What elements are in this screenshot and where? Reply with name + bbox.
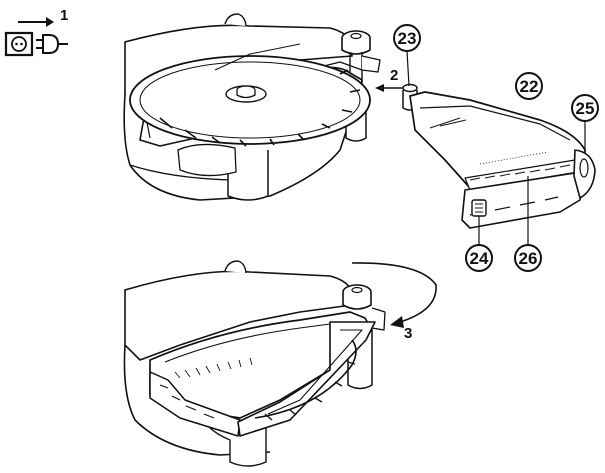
blade-guard bbox=[403, 85, 595, 229]
callout-23-text: 23 bbox=[398, 29, 417, 48]
callout-25-text: 25 bbox=[576, 99, 595, 118]
callout-22-text: 22 bbox=[520, 77, 539, 96]
callout-24-text: 24 bbox=[470, 249, 489, 268]
unplug-instruction: 1 bbox=[6, 7, 68, 55]
power-plug-icon bbox=[6, 33, 68, 55]
callout-22: 22 bbox=[516, 73, 542, 99]
saw-top-view bbox=[124, 14, 380, 200]
callout-26-text: 26 bbox=[519, 249, 538, 268]
step-2-label: 2 bbox=[390, 67, 398, 84]
step-3-label: 3 bbox=[404, 325, 412, 342]
saw-bottom-view bbox=[124, 261, 385, 466]
attach-arrow: 2 bbox=[375, 67, 403, 92]
step-1-label: 1 bbox=[60, 7, 68, 24]
